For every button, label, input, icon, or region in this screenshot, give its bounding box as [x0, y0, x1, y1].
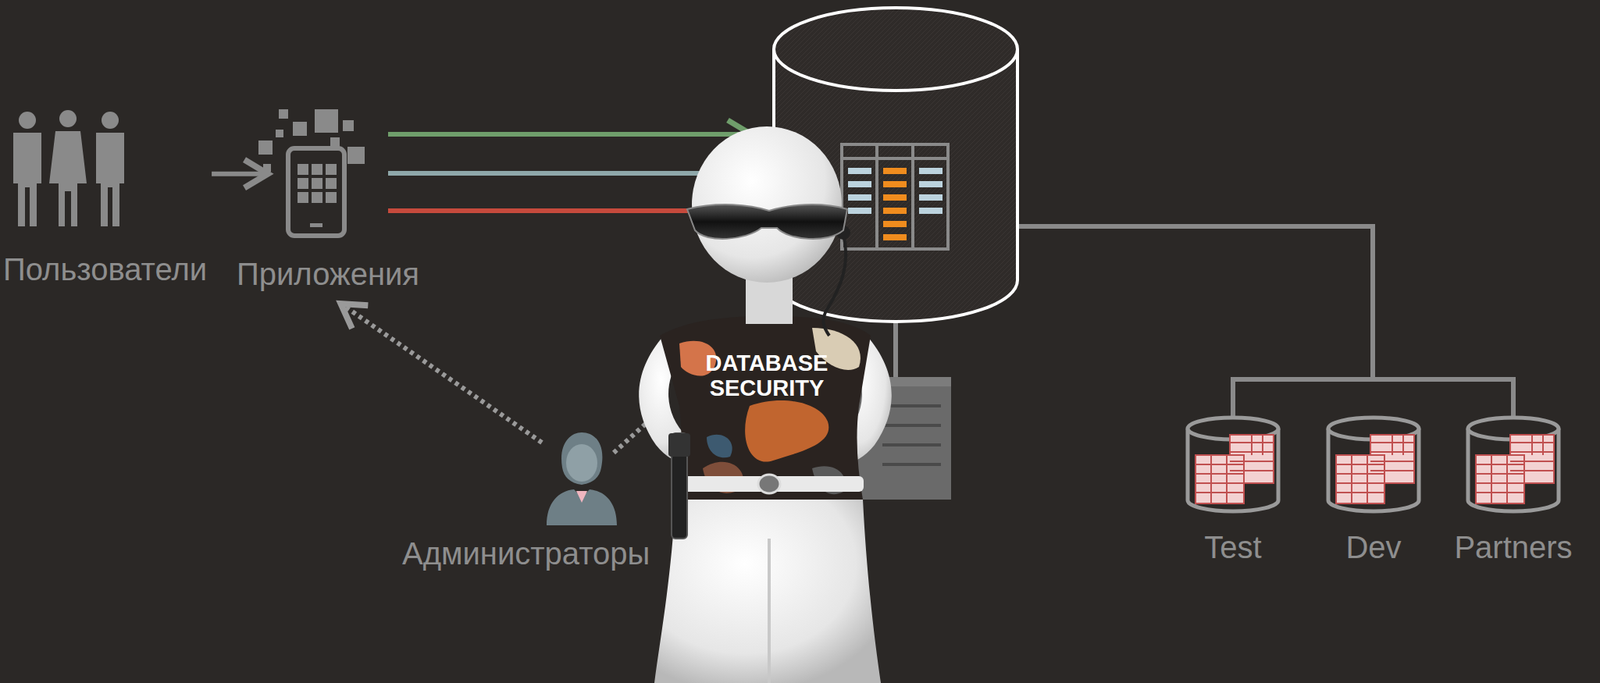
dotted-leader	[613, 421, 649, 453]
node-label: Test	[1184, 528, 1282, 567]
node-icon	[546, 428, 650, 529]
flow-arrow	[211, 171, 268, 177]
security-guard-figure	[638, 126, 892, 683]
green-flow-line	[388, 131, 752, 137]
dotted-arrow	[340, 303, 542, 443]
node-label: Администраторы	[402, 534, 650, 573]
applications-node: Приложения	[236, 109, 420, 293]
node-label: Partners	[1453, 528, 1572, 567]
partners-db-node: Partners	[1453, 414, 1572, 567]
dev-db-node: Dev	[1325, 414, 1422, 567]
node-icon	[255, 109, 420, 242]
node-label: Приложения	[236, 255, 420, 293]
node-icon	[1184, 414, 1282, 518]
users-node: Пользователи	[3, 109, 207, 289]
node-icon	[5, 109, 207, 234]
node-icon	[1464, 414, 1562, 518]
node-label: Пользователи	[3, 250, 207, 289]
node-label: Dev	[1325, 528, 1422, 567]
administrators-node: Администраторы	[402, 428, 650, 573]
test-db-node: Test	[1184, 414, 1282, 567]
shirt-text: DATABASE SECURITY	[692, 350, 841, 401]
red-flow-line	[388, 208, 703, 214]
node-icon	[1325, 414, 1422, 518]
